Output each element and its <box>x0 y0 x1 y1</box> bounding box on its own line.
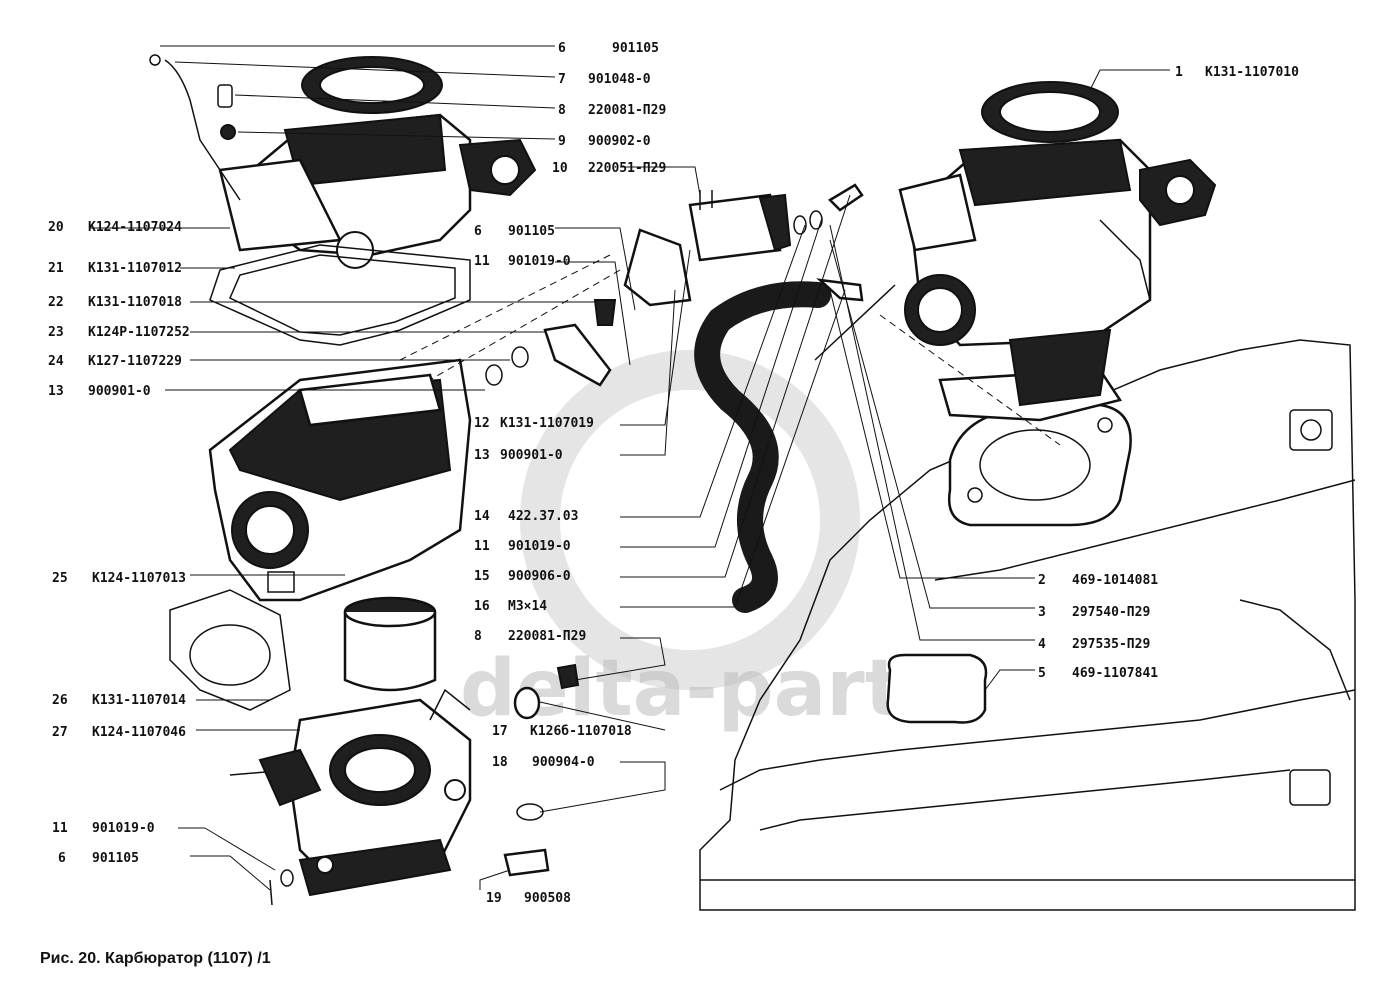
small-parts-left <box>149 54 692 906</box>
callout-part-number: 220081-П29 <box>508 629 586 644</box>
watermark: delta-parts <box>460 350 948 734</box>
callout-part-number: 900904-0 <box>532 755 595 770</box>
callout-number: 7 <box>558 72 566 87</box>
callout-part-number: 297540-П29 <box>1072 605 1150 620</box>
callout-number: 14 <box>474 509 490 524</box>
callout-part-number: 900901-0 <box>88 384 151 399</box>
callout-part-number: 901105 <box>508 224 555 239</box>
callout-part-number: К131-1107012 <box>88 261 182 276</box>
callout-part-number: 901105 <box>612 41 659 56</box>
callout-part-number: 900902-0 <box>588 134 651 149</box>
callout-part-number: 469-1107841 <box>1072 666 1158 681</box>
solenoid-valve <box>688 190 792 262</box>
callout-part-number: К124-1107024 <box>88 220 182 235</box>
manifold-flange <box>947 403 1132 527</box>
callout-part-number: К124-1107013 <box>92 571 186 586</box>
callout-part-number: 901105 <box>92 851 139 866</box>
callout-part-number: 220051-П29 <box>588 161 666 176</box>
engine-block <box>699 339 1356 911</box>
float-chamber-body <box>208 358 472 602</box>
callout-part-number: К126б-1107018 <box>530 724 632 739</box>
callout-number: 15 <box>474 569 490 584</box>
figure-caption: Рис. 20. Карбюратор (1107) /1 <box>40 950 271 967</box>
callout-part-number: 422.37.03 <box>508 509 578 524</box>
callout-number: 16 <box>474 599 490 614</box>
callout-number: 9 <box>558 134 566 149</box>
watermark-text: delta-parts <box>460 644 948 734</box>
callout-number: 22 <box>48 295 64 310</box>
callout-number: 6 <box>474 224 482 239</box>
callout-number: 11 <box>474 254 490 269</box>
callout-part-number: 901019-0 <box>508 254 571 269</box>
callout-part-number: 900508 <box>524 891 571 906</box>
callout-part-number: К131-1107014 <box>92 693 186 708</box>
cover-gasket <box>209 244 471 346</box>
callout-number: 12 <box>474 416 490 431</box>
callout-number: 21 <box>48 261 64 276</box>
callout-number: 13 <box>474 448 490 463</box>
callout-number: 25 <box>52 571 68 586</box>
callout-part-number: 900901-0 <box>500 448 563 463</box>
callout-part-number: К127-1107229 <box>88 354 182 369</box>
callout-part-number: К124Р-1107252 <box>88 325 190 340</box>
callout-number: 11 <box>52 821 68 836</box>
callout-number: 10 <box>552 161 568 176</box>
callout-part-number: М3×14 <box>508 599 547 614</box>
callout-number: 20 <box>48 220 64 235</box>
fuel-hose <box>694 281 831 613</box>
callout-part-number: 220081-П29 <box>588 103 666 118</box>
callout-number: 4 <box>1038 637 1046 652</box>
callout-number: 6 <box>558 41 566 56</box>
callout-number: 3 <box>1038 605 1046 620</box>
callout-number: 5 <box>1038 666 1046 681</box>
callout-part-number: 901019-0 <box>92 821 155 836</box>
callout-number: 23 <box>48 325 64 340</box>
callout-part-number: 469-1014081 <box>1072 573 1158 588</box>
callout-part-number: К124-1107046 <box>92 725 186 740</box>
assembled-carburetor <box>898 81 1217 422</box>
callout-number: 26 <box>52 693 68 708</box>
diffuser-tube <box>343 596 437 692</box>
flange-gasket <box>169 589 291 711</box>
callout-number: 2 <box>1038 573 1046 588</box>
callout-number: 13 <box>48 384 64 399</box>
washers-right <box>793 183 896 361</box>
throttle-body <box>229 698 472 897</box>
callout-part-number: К131-1107018 <box>88 295 182 310</box>
callout-number: 1 <box>1175 65 1183 80</box>
callout-part-number: 901048-0 <box>588 72 651 87</box>
callout-part-number: 901019-0 <box>508 539 571 554</box>
callout-part-number: 297535-П29 <box>1072 637 1150 652</box>
callout-number: 27 <box>52 725 68 740</box>
callout-number: 8 <box>558 103 566 118</box>
plug-cap <box>886 653 988 724</box>
callout-number: 17 <box>492 724 508 739</box>
callout-part-number: 900906-0 <box>508 569 571 584</box>
callout-number: 8 <box>474 629 482 644</box>
callout-number: 11 <box>474 539 490 554</box>
callout-number: 19 <box>486 891 502 906</box>
callout-part-number: К131-1107010 <box>1205 65 1299 80</box>
leader-lines <box>90 45 1170 891</box>
callout-number: 18 <box>492 755 508 770</box>
assembly-axis-lines <box>399 254 1061 446</box>
callout-number: 6 <box>58 851 66 866</box>
callout-part-number: К131-1107019 <box>500 416 594 431</box>
callout-number: 24 <box>48 354 64 369</box>
